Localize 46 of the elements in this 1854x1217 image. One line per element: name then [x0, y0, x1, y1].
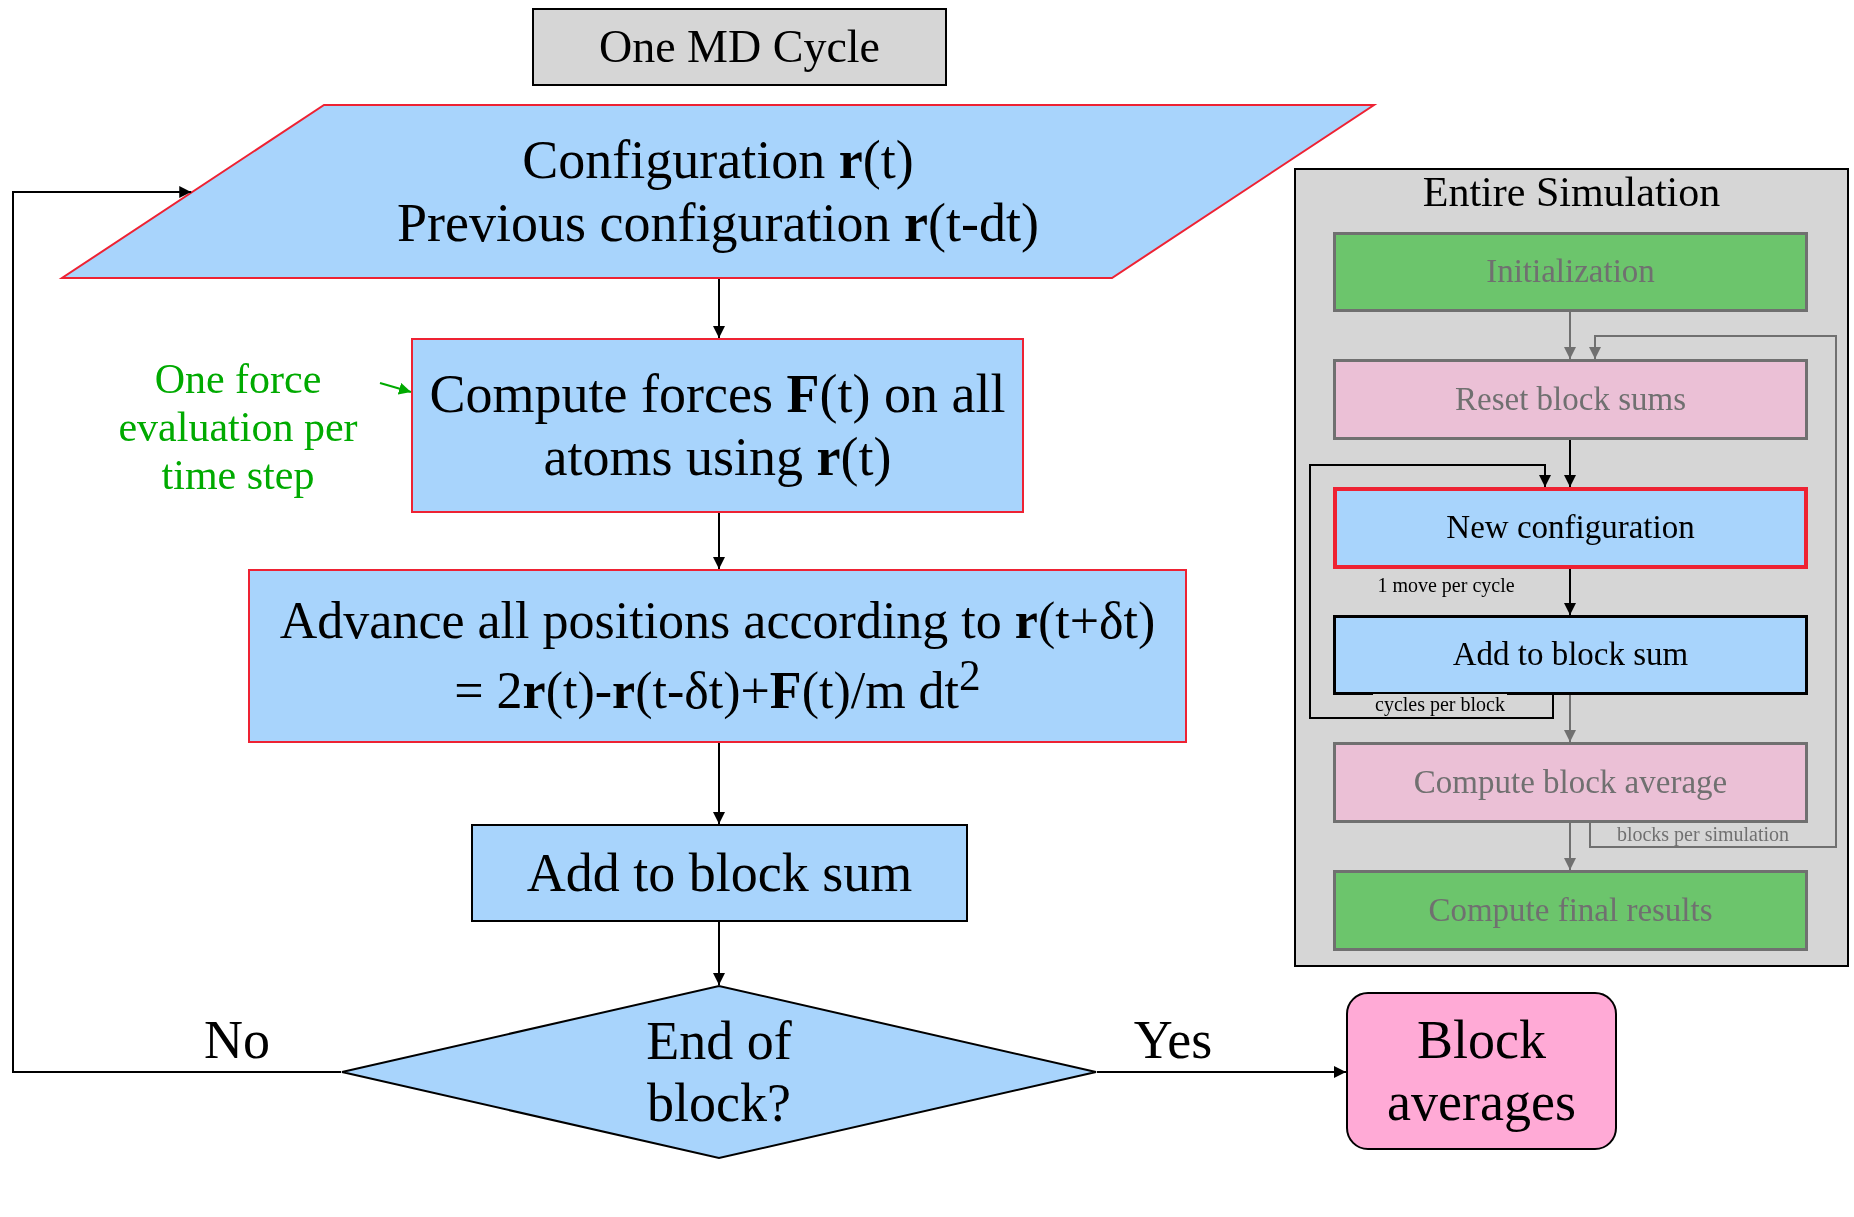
simulation-panel: [1294, 168, 1849, 967]
process-box: [1333, 232, 1808, 312]
arrow: [12, 186, 342, 1073]
node-text: Block averages: [1386, 1008, 1577, 1134]
arrow: [713, 512, 725, 570]
edge-label: blocks per simulation: [1614, 824, 1792, 844]
arrow: [1096, 1066, 1347, 1078]
node-text: Configuration r(t): [522, 129, 914, 192]
output-box: [1346, 992, 1617, 1150]
node-text: Add to block sum: [1452, 636, 1689, 674]
arrow: [713, 278, 725, 339]
node-text: Compute forces F(t) on all atoms using r(t): [428, 363, 1007, 488]
process-box: [1333, 359, 1808, 440]
node-text: Advance all positions according to r(t+δt) = 2r(t)-r(t-δt)+F(t)/m dt$^{2}$: [278, 591, 1157, 721]
process-box: [1333, 870, 1808, 951]
arrow: [1564, 822, 1576, 871]
arrow: [379, 382, 412, 395]
edge-label: cycles per block: [1373, 694, 1507, 714]
panel-title: Entire Simulation: [1422, 168, 1721, 217]
arrow: [1564, 311, 1576, 360]
process-box: [1333, 615, 1808, 695]
arrow: [1564, 694, 1576, 743]
node-text: Reset block sums: [1455, 380, 1686, 419]
node-text: End of block?: [645, 1009, 793, 1135]
node-text: Compute block average: [1413, 763, 1728, 802]
arrow: [713, 921, 725, 986]
input-parallelogram: [60, 104, 1376, 279]
process-box: [471, 824, 968, 922]
arrow: [1564, 568, 1576, 616]
process-box: [1333, 742, 1808, 823]
arrow: [713, 742, 725, 825]
arrow: [1589, 335, 1837, 848]
annotation-text: One force evaluation per time step: [117, 354, 359, 500]
node-text: Previous configuration r(t-dt): [397, 191, 1039, 254]
decision-diamond: [341, 985, 1097, 1159]
arrow: [1309, 464, 1554, 719]
process-box: [248, 569, 1187, 743]
node-text: Compute final results: [1428, 891, 1713, 930]
node-text: Initialization: [1486, 253, 1655, 291]
node-text: One MD Cycle: [598, 20, 881, 74]
process-box: [1333, 487, 1808, 569]
arrow: [1564, 439, 1576, 488]
node-text: New configuration: [1446, 509, 1695, 547]
process-box: [411, 338, 1024, 513]
title-box: [532, 8, 947, 86]
node-text: Add to block sum: [526, 841, 913, 905]
